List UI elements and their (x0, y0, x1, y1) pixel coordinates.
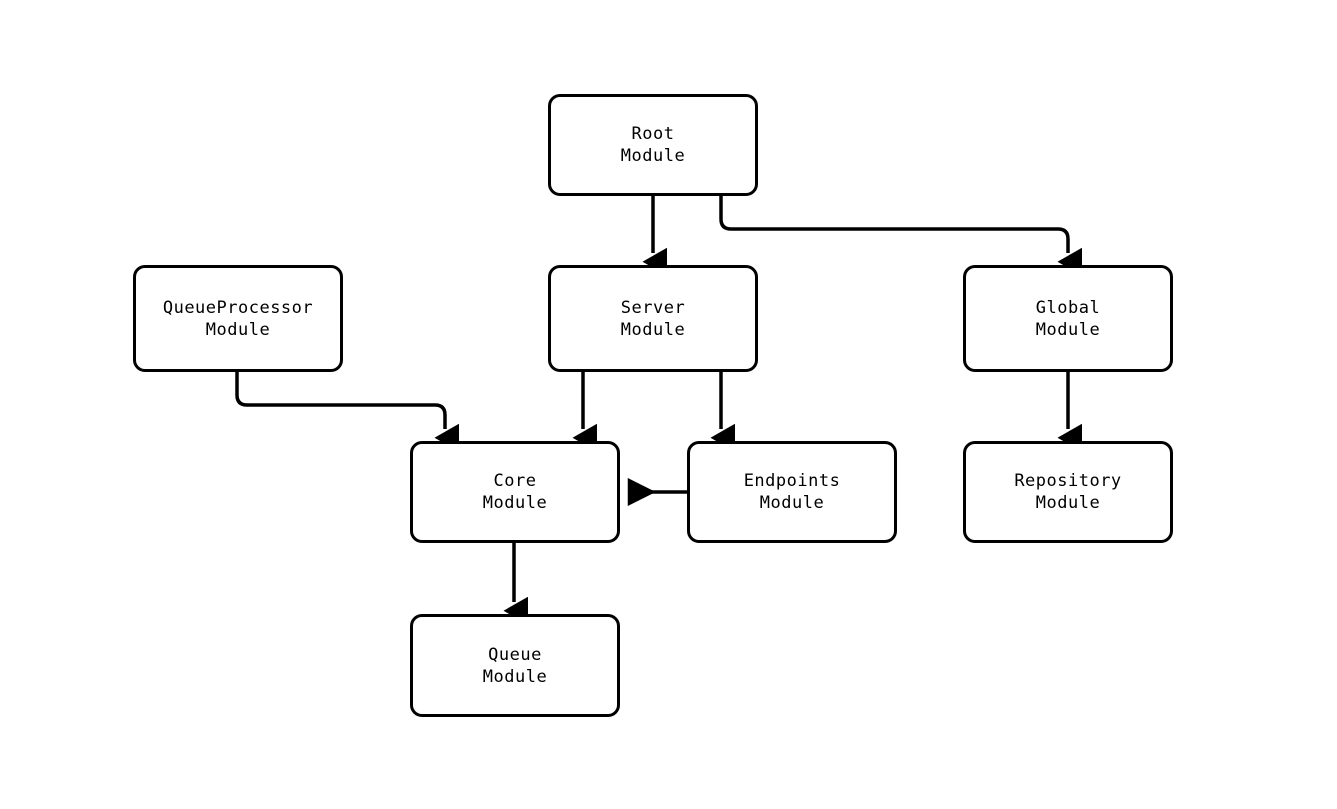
edge-queueprocessor-to-core (235, 372, 459, 452)
node-global-module-label-line2: Module (1035, 319, 1101, 340)
node-root-module-label-line2: Module (620, 146, 686, 166)
node-server-module-label-line2: Module (620, 319, 686, 340)
node-core-module-label-line1: Core (493, 471, 537, 491)
node-global-module[interactable]: Global Module (963, 265, 1173, 372)
node-global-module-label-line1: Global (1035, 297, 1101, 318)
node-endpoints-module-label-line1: Endpoints (743, 471, 841, 491)
node-queueprocessor-module[interactable]: QueueProcessor Module (133, 265, 343, 372)
node-queue-module-label-line1: Queue (488, 644, 542, 665)
node-core-module-label-line2: Module (482, 493, 548, 513)
node-repository-module-label-line2: Module (1035, 493, 1101, 513)
node-repository-module-label-line1: Repository (1014, 471, 1122, 491)
node-endpoints-module-label-line2: Module (759, 493, 825, 513)
edge-root-to-global (719, 196, 1082, 276)
node-endpoints-module[interactable]: Endpoints Module (687, 441, 897, 543)
node-root-module[interactable]: Root Module (548, 94, 758, 196)
node-server-module-label-line1: Server (620, 297, 686, 318)
node-repository-module[interactable]: Repository Module (963, 441, 1173, 543)
node-queueprocessor-module-label-line1: QueueProcessor (162, 297, 314, 318)
node-server-module[interactable]: Server Module (548, 265, 758, 372)
node-root-module-label-line1: Root (631, 124, 675, 144)
node-queueprocessor-module-label-line2: Module (205, 319, 271, 340)
node-queue-module[interactable]: Queue Module (410, 614, 620, 717)
node-queue-module-label-line2: Module (482, 666, 548, 687)
node-core-module[interactable]: Core Module (410, 441, 620, 543)
